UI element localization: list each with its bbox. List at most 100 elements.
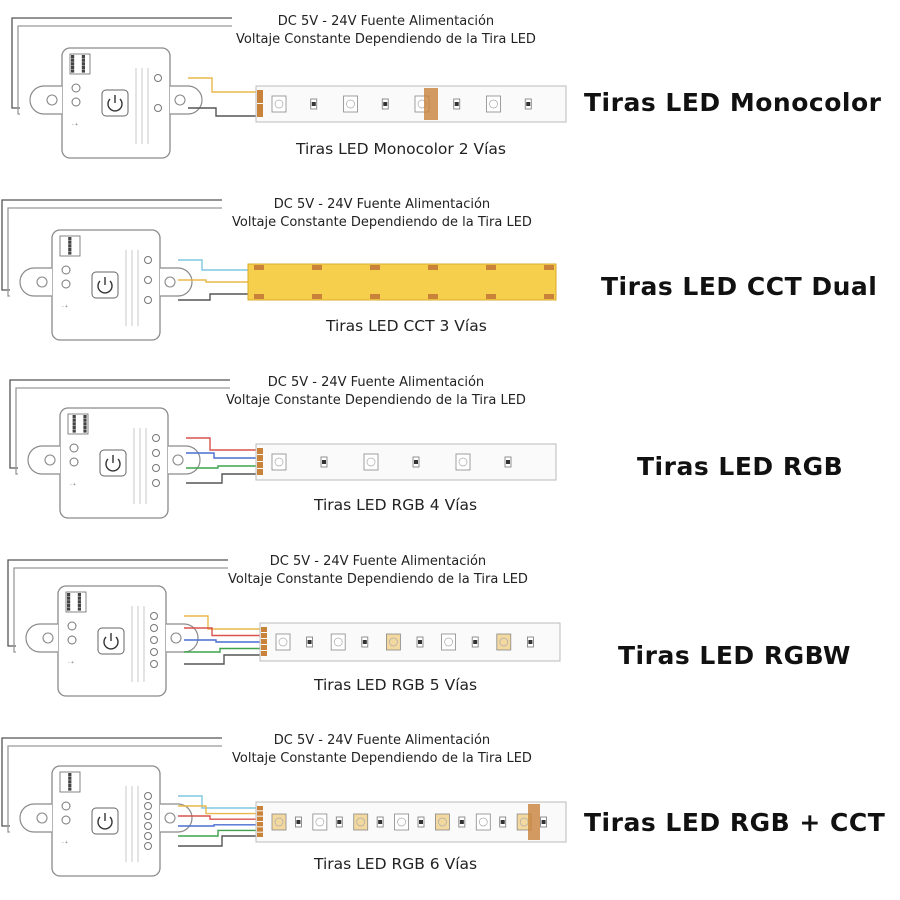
qr-code-icon (59, 235, 81, 257)
strip-type-title: Tiras LED RGB + CCT (584, 808, 886, 837)
output-terminal (150, 636, 158, 644)
led-chip (486, 95, 501, 113)
solder-pad (428, 265, 438, 270)
led-strip (255, 443, 557, 481)
output-terminal (152, 479, 160, 487)
output-terminal (144, 822, 152, 830)
solder-pad (370, 294, 380, 299)
power-feed-lines (7, 559, 228, 653)
svg-text:- +: - + (70, 482, 76, 488)
strip-channel-label: Tiras LED RGB 6 Vías (314, 855, 478, 873)
output-terminal (144, 842, 152, 850)
mount-ear-left (19, 803, 52, 833)
output-wires (188, 77, 256, 117)
led-strip (255, 85, 567, 123)
solder-pad (257, 462, 263, 468)
strip-type-title: Tiras LED RGBW (618, 641, 851, 670)
solder-pad (257, 448, 263, 454)
led-chip (343, 95, 358, 113)
terminal-screw (71, 97, 81, 107)
led-controller: - + (25, 585, 199, 697)
output-terminal (154, 104, 162, 112)
svg-text:- +: - + (72, 122, 78, 128)
wiring-section: - + (7, 559, 561, 697)
svg-text:- +: - + (62, 304, 68, 310)
output-wires (178, 259, 248, 301)
led-chip (496, 633, 512, 651)
strip-type-title: Tiras LED Monocolor (584, 88, 882, 117)
solder-pad (257, 832, 263, 837)
power-supply-voltage: DC 5V - 24V Fuente Alimentación (277, 14, 495, 29)
power-supply-note: Voltaje Constante Dependiendo de la Tira… (232, 215, 532, 230)
power-supply-voltage: DC 5V - 24V Fuente Alimentación (267, 375, 485, 390)
terminal-screw (67, 635, 77, 645)
power-feed-lines (1, 737, 222, 833)
svg-text:- +: - + (68, 660, 74, 666)
power-supply-note: Voltaje Constante Dependiendo de la Tira… (236, 32, 536, 47)
solder-pad (257, 90, 263, 103)
power-button-icon (97, 627, 125, 655)
wiring-section: - + (1, 737, 567, 877)
qr-code-icon (59, 771, 81, 793)
output-terminal (144, 276, 152, 284)
led-controller: - + (19, 229, 193, 341)
solder-pad (312, 265, 322, 270)
power-supply-voltage: DC 5V - 24V Fuente Alimentación (269, 554, 487, 569)
strip-type-title: Tiras LED CCT Dual (601, 272, 878, 301)
led-strip (247, 263, 557, 301)
strip-channel-label: Tiras LED CCT 3 Vías (326, 317, 487, 335)
solder-pad (257, 811, 263, 816)
qr-code-icon (67, 413, 89, 435)
solder-pad (257, 822, 263, 827)
cut-pad (424, 88, 438, 120)
output-terminal (152, 464, 160, 472)
mount-ear-left (27, 445, 60, 475)
solder-pad (486, 294, 496, 299)
terminal-screw (61, 801, 71, 811)
strip-channel-label: Tiras LED RGB 4 Vías (314, 496, 478, 514)
solder-pad (261, 645, 267, 650)
solder-pad (261, 633, 267, 638)
output-terminal (144, 256, 152, 264)
strip-channel-label: Tiras LED RGB 5 Vías (314, 676, 478, 694)
qr-code-icon (69, 53, 91, 75)
wiring-section: - + (1, 199, 557, 341)
led-chip (435, 813, 450, 831)
cut-pad (528, 804, 540, 840)
led-chip (312, 813, 328, 831)
solder-pad (486, 265, 496, 270)
output-wires (184, 615, 260, 665)
solder-pad (261, 627, 267, 632)
output-terminal (144, 296, 152, 304)
terminal-screw (69, 457, 79, 467)
output-terminal (144, 812, 152, 820)
output-terminal (144, 832, 152, 840)
wiring-section: - + (9, 379, 557, 519)
output-terminal (150, 624, 158, 632)
solder-pad (370, 265, 380, 270)
led-chip (394, 813, 409, 831)
output-terminal (150, 648, 158, 656)
power-supply-note: Voltaje Constante Dependiendo de la Tira… (226, 393, 526, 408)
solder-pad (428, 294, 438, 299)
mount-ear-right (170, 85, 203, 115)
led-chip (271, 453, 287, 471)
led-chip (353, 813, 369, 831)
terminal-screw (61, 279, 71, 289)
mount-ear-left (29, 85, 62, 115)
solder-pad (257, 469, 263, 475)
output-terminal (154, 74, 162, 82)
svg-text:- +: - + (62, 840, 68, 846)
terminal-screw (69, 443, 79, 453)
solder-pad (257, 455, 263, 461)
output-terminal (150, 612, 158, 620)
led-chip (455, 453, 471, 471)
led-controller: - + (29, 47, 203, 159)
solder-pad (261, 639, 267, 644)
output-terminal (150, 660, 158, 668)
mount-ear-left (25, 623, 58, 653)
